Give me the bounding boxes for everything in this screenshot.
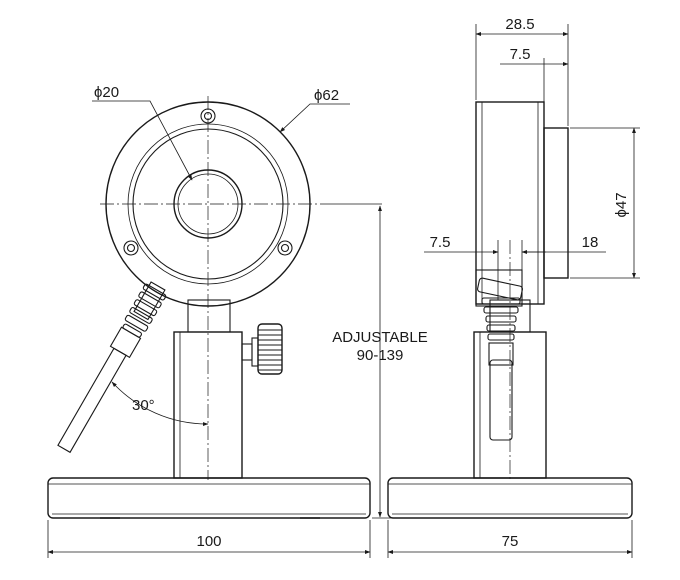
height-label-line2: 90-139 bbox=[357, 347, 404, 364]
depth-label: 28.5 bbox=[505, 16, 534, 33]
offset-label: 7.5 bbox=[430, 234, 451, 251]
height-dimension: ADJUSTABLE 90-139 bbox=[332, 205, 428, 519]
front-view: 30° ϕ20 ϕ62 100 bbox=[47, 84, 382, 558]
flange-label: 7.5 bbox=[510, 46, 531, 63]
outer-diameter-label: ϕ62 bbox=[314, 87, 339, 104]
height-label-line1: ADJUSTABLE bbox=[332, 329, 428, 346]
width-label: 100 bbox=[196, 533, 221, 550]
front-base bbox=[47, 477, 371, 519]
side-view: 28.5 7.5 ϕ47 7.5 18 75 bbox=[387, 16, 640, 558]
side-base bbox=[387, 477, 633, 519]
inner-diameter-label: ϕ20 bbox=[94, 84, 119, 101]
angle-label: 30° bbox=[132, 397, 155, 414]
thumb-screw bbox=[241, 323, 283, 375]
front-cable bbox=[57, 281, 167, 454]
side-strain-relief bbox=[477, 277, 523, 366]
body-label: 18 bbox=[582, 234, 599, 251]
diameter-label: ϕ47 bbox=[613, 192, 630, 217]
detector-head-side bbox=[475, 101, 569, 307]
base-label: 75 bbox=[502, 533, 519, 550]
